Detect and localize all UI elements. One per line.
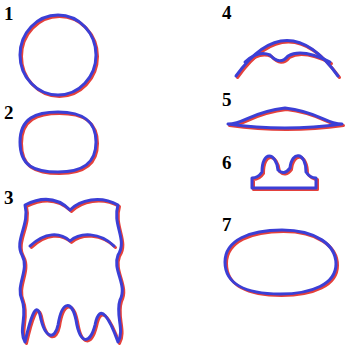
callout-number: 4 (222, 3, 232, 22)
callout-number: 1 (4, 4, 14, 23)
callout-number: 6 (222, 153, 232, 172)
callout-number: 5 (222, 90, 232, 109)
callout-number: 2 (4, 103, 14, 122)
callout-number: 3 (4, 188, 14, 207)
callout-number: 7 (222, 215, 232, 234)
